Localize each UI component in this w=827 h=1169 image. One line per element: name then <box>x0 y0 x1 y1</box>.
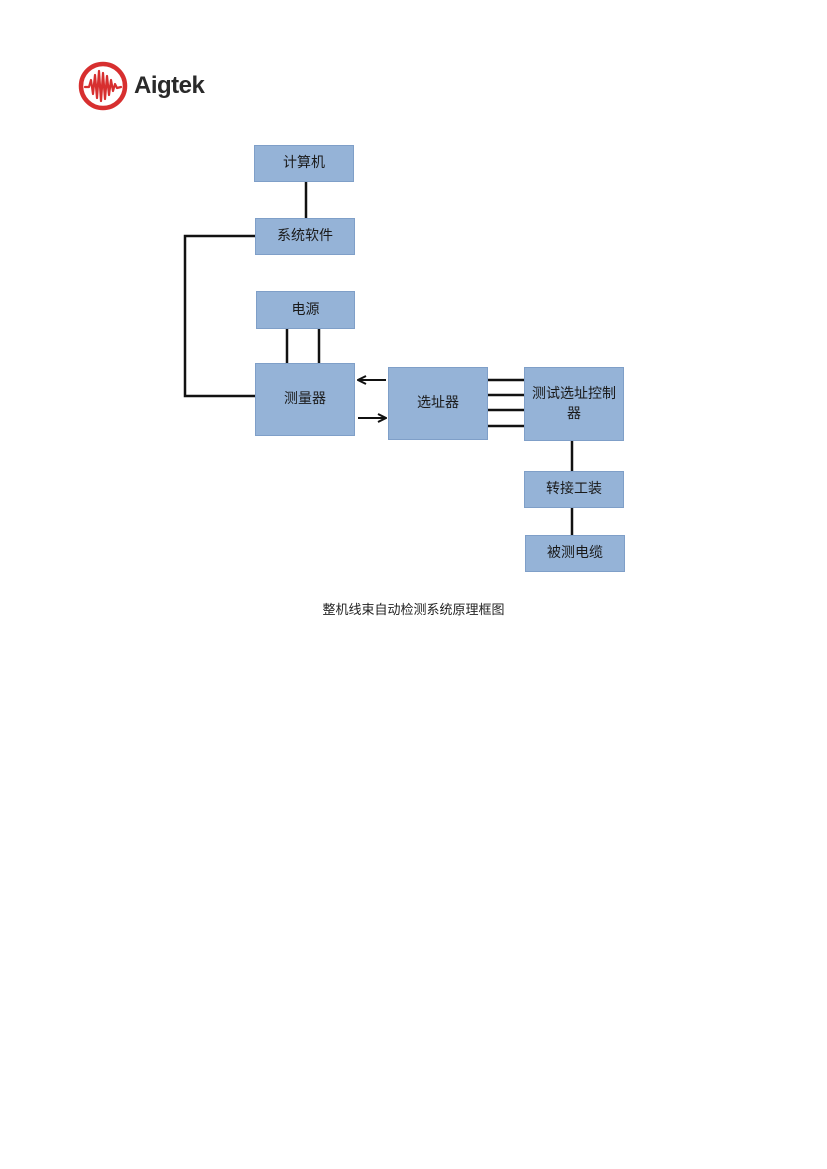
node-test-address-controller: 测试选址控制器 <box>524 367 624 441</box>
node-power-supply: 电源 <box>256 291 355 329</box>
figure-caption: 整机线束自动检测系统原理框图 <box>322 603 505 618</box>
node-computer: 计算机 <box>254 145 354 182</box>
waveform-circle-icon <box>78 61 128 111</box>
brand-name: Aigtek <box>134 72 205 99</box>
node-system-software: 系统软件 <box>255 218 355 255</box>
node-measuring-instrument: 测量器 <box>255 363 355 436</box>
node-selector: 选址器 <box>388 367 488 440</box>
edge-software-measure <box>183 234 255 398</box>
node-adapter-fixture: 转接工装 <box>524 471 624 508</box>
node-cable-under-test: 被测电缆 <box>525 535 625 572</box>
brand-logo: Aigtek <box>78 60 205 112</box>
